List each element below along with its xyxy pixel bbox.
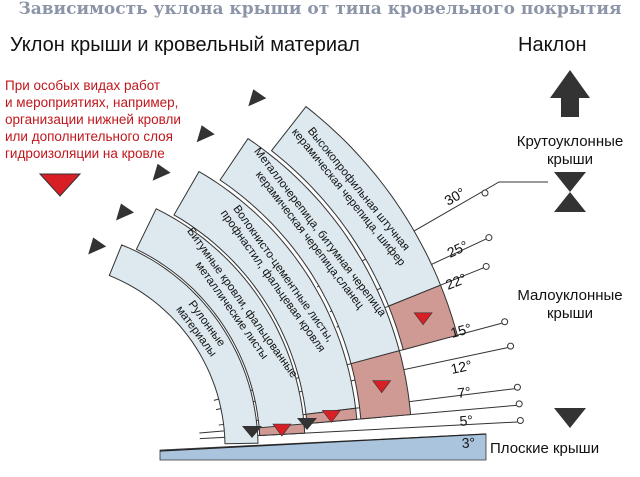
red-marker-icon <box>413 312 433 326</box>
angle-label: 25° <box>445 237 471 260</box>
ray-end-circle <box>501 318 509 326</box>
note-line: При особых видах работ <box>5 78 160 93</box>
angle-label: 12° <box>449 357 473 377</box>
zone-low-line2: крыши <box>547 305 593 322</box>
material-band <box>135 208 306 437</box>
zone-low-line1: Малоуклонные <box>517 287 622 304</box>
material-band <box>108 244 259 445</box>
angle-label: 3° <box>461 434 475 451</box>
angle-label: 30° <box>442 184 468 208</box>
red-marker-icon <box>272 423 292 437</box>
red-marker-legend-icon <box>38 173 82 197</box>
dark-marker-icon <box>297 418 317 430</box>
left-header: Уклон крыши и кровельный материал <box>10 34 360 56</box>
note-line: организации нижней кровли <box>5 112 181 127</box>
angle-label: 22° <box>443 270 469 293</box>
material-band <box>270 105 442 307</box>
ray-end-circle <box>513 383 521 391</box>
red-marker-icon <box>372 380 392 394</box>
material-band <box>219 137 400 365</box>
ray-end-circle <box>485 234 493 242</box>
ray-end-circle <box>515 400 523 408</box>
dark-marker-icon <box>248 89 267 107</box>
dark-marker-icon <box>88 237 107 255</box>
red-marker-icon <box>321 410 341 423</box>
dark-marker-icon <box>196 125 215 143</box>
zone-flat: Плоские крыши <box>490 440 599 457</box>
zone-steep-line2: крыши <box>547 151 593 168</box>
diagram-title: Зависимость уклона крыши от типа кровель… <box>18 0 621 19</box>
angle-label: 7° <box>456 383 471 401</box>
ray-end-circle <box>516 416 524 424</box>
note-line: и мероприятиях, например, <box>5 95 178 110</box>
material-markers <box>88 89 433 438</box>
down-triangle-icon <box>554 408 586 428</box>
base-edge-line <box>159 433 487 452</box>
dark-marker-icon <box>116 203 134 221</box>
note-line: гидроизоляции на кровле <box>5 146 165 161</box>
ray-end-circle <box>482 262 490 270</box>
angle-label: 5° <box>459 412 474 429</box>
dark-marker-icon <box>152 163 171 181</box>
material-band <box>173 170 357 415</box>
angle-label: 15° <box>449 320 474 341</box>
note-line: или дополнительного слоя <box>5 129 173 144</box>
right-header: Наклон <box>518 34 587 56</box>
angle-rays <box>159 181 548 461</box>
double-triangle-icon <box>554 172 586 212</box>
ray-end-circle <box>481 189 489 197</box>
dark-marker-icon <box>242 426 262 438</box>
up-arrow-icon <box>550 70 590 117</box>
zone-steep-line1: Крутоуклонные <box>517 133 623 150</box>
special-note: При особых видах работ и мероприятиях, н… <box>5 78 181 161</box>
ray-end-circle <box>507 342 515 350</box>
